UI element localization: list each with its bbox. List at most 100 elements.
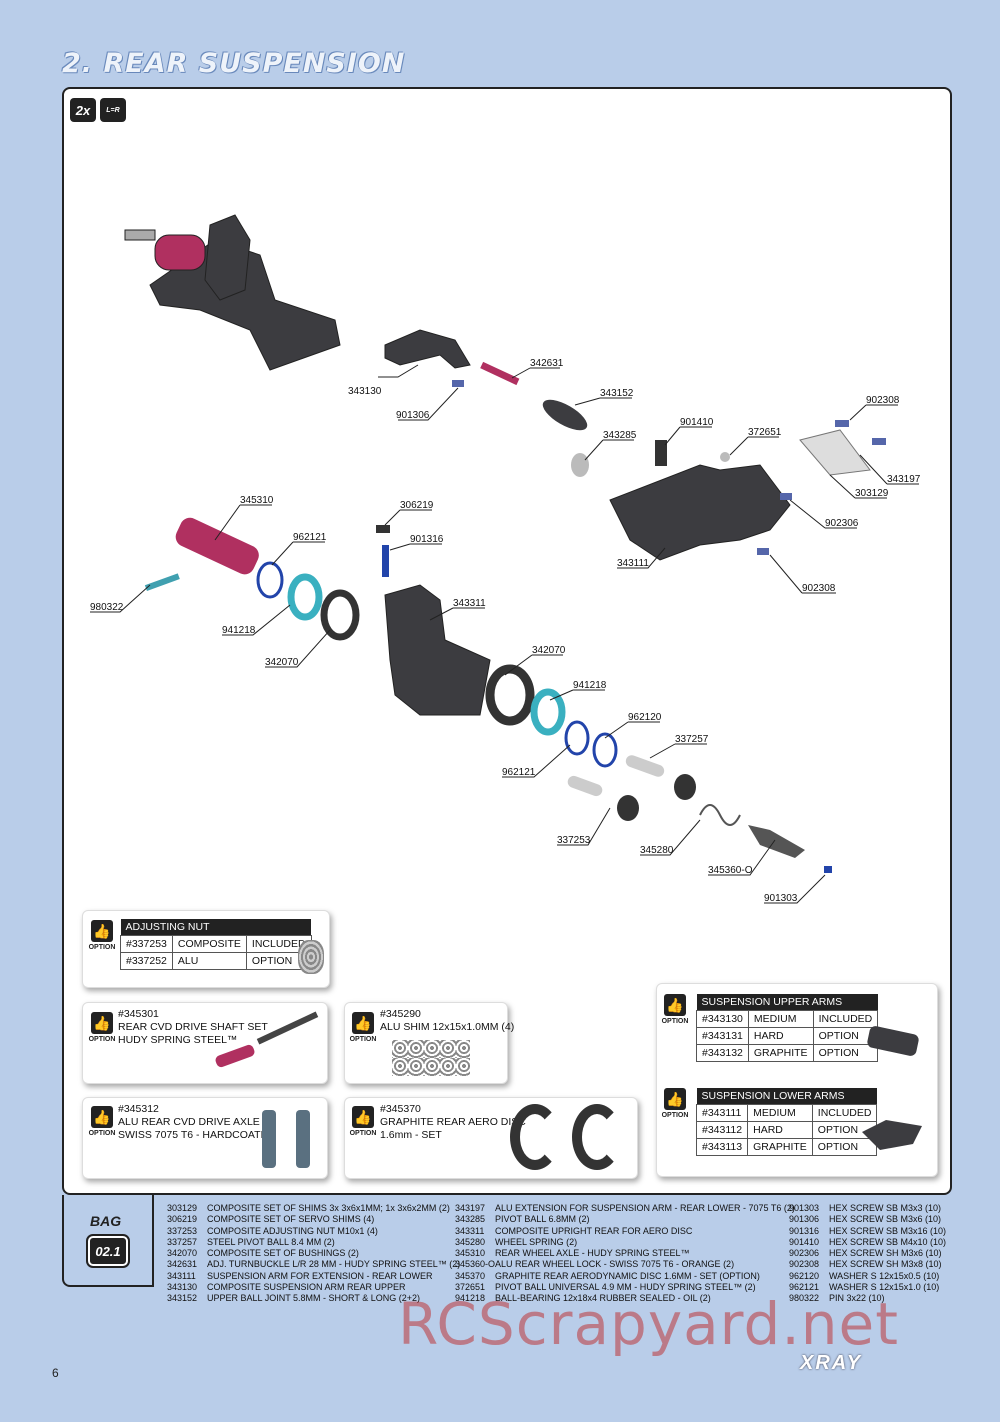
part-description: WHEEL SPRING (2) bbox=[495, 1236, 578, 1247]
callout-941218-b: 941218 bbox=[573, 680, 607, 691]
upright-illustration bbox=[384, 584, 491, 716]
part-description: WASHER S 12x15x0.5 (10) bbox=[829, 1270, 940, 1281]
callout-901303: 901303 bbox=[764, 893, 798, 904]
part-number: 343130 bbox=[167, 1282, 198, 1293]
bushing-illustration bbox=[485, 664, 535, 726]
shim-illustration bbox=[376, 525, 390, 533]
part-number: 337253 bbox=[167, 1225, 198, 1236]
nuts-illustration bbox=[298, 940, 324, 974]
callout-962121-b: 962121 bbox=[502, 767, 536, 778]
callout-337253: 337253 bbox=[557, 835, 591, 846]
part-number: 962120 bbox=[789, 1270, 820, 1281]
parts-list-row: 337257 STEEL PIVOT BALL 8.4 MM (2) bbox=[167, 1237, 460, 1248]
part-number: 337257 bbox=[167, 1236, 198, 1247]
parts-list-row: 345280 WHEEL SPRING (2) bbox=[455, 1237, 795, 1248]
axle-illustration bbox=[296, 1110, 310, 1168]
part-number: 902308 bbox=[789, 1259, 820, 1270]
extension-illustration bbox=[799, 429, 871, 476]
callout-941218: 941218 bbox=[222, 625, 256, 636]
part-description: ALU EXTENSION FOR SUSPENSION ARM - REAR … bbox=[495, 1203, 795, 1213]
callout-343197: 343197 bbox=[887, 474, 921, 485]
option-icon: 👍OPTION bbox=[87, 1106, 117, 1137]
screw-illustration bbox=[757, 548, 769, 555]
screw-illustration bbox=[780, 493, 792, 500]
part-description: PIN 3x22 (10) bbox=[829, 1293, 885, 1304]
part-number: 345370 bbox=[455, 1270, 486, 1281]
part-number: 902306 bbox=[789, 1248, 820, 1259]
bag-number: 02.1 bbox=[86, 1234, 130, 1268]
part-description: HEX SCREW SH M3x8 (10) bbox=[829, 1259, 942, 1270]
screw-illustration bbox=[824, 866, 832, 873]
option-box-345301 bbox=[82, 1002, 328, 1084]
page-number: 6 bbox=[52, 1366, 59, 1380]
callout-902306: 902306 bbox=[825, 518, 859, 529]
part-number: 962121 bbox=[789, 1282, 820, 1293]
callout-962120: 962120 bbox=[628, 712, 662, 723]
quantity-badge: 2x bbox=[70, 98, 96, 122]
aero-disc-illustration bbox=[510, 1104, 560, 1170]
pivot-ball-illustration bbox=[571, 453, 589, 477]
part-number: 980322 bbox=[789, 1293, 820, 1304]
option-icon: 👍OPTION bbox=[660, 1088, 690, 1119]
pivot-ball-illustration bbox=[567, 775, 603, 797]
part-number: 901303 bbox=[789, 1203, 820, 1213]
washer-illustration bbox=[592, 732, 618, 768]
callout-343152: 343152 bbox=[600, 388, 634, 399]
part-number: 345280 bbox=[455, 1236, 486, 1247]
option-icon: 👍OPTION bbox=[348, 1012, 378, 1043]
option-icon: 👍OPTION bbox=[87, 920, 117, 951]
part-number: 345310 bbox=[455, 1248, 486, 1259]
part-number: 901410 bbox=[789, 1236, 820, 1247]
screw-illustration bbox=[872, 438, 886, 445]
parts-list-row: 902308 HEX SCREW SH M3x8 (10) bbox=[789, 1259, 946, 1270]
page-title: 2. REAR SUSPENSION bbox=[62, 48, 406, 79]
screw-illustration bbox=[655, 440, 667, 466]
part-number: 901306 bbox=[789, 1214, 820, 1225]
axle-illustration bbox=[175, 517, 259, 575]
header-icons: 2x L=R bbox=[70, 98, 126, 122]
part-description: UPPER BALL JOINT 5.8MM - SHORT & LONG (2… bbox=[207, 1293, 420, 1304]
part-number: 303129 bbox=[167, 1203, 198, 1213]
bag-label: BAG bbox=[90, 1213, 122, 1229]
turnbuckle-illustration bbox=[480, 361, 520, 386]
callout-342631: 342631 bbox=[530, 358, 564, 369]
part-description: PIVOT BALL 6.8MM (2) bbox=[495, 1214, 590, 1225]
callout-345360-o: 345360-O bbox=[708, 865, 753, 876]
part-number: 372651 bbox=[455, 1282, 486, 1293]
aero-disc-illustration bbox=[572, 1104, 622, 1170]
callout-342070-b: 342070 bbox=[532, 645, 566, 656]
part-number: 342631 bbox=[167, 1259, 198, 1270]
part-description: GRAPHITE REAR AERODYNAMIC DISC 1.6MM - S… bbox=[495, 1270, 760, 1281]
part-description: COMPOSITE SET OF BUSHINGS (2) bbox=[207, 1248, 359, 1259]
callout-306219: 306219 bbox=[400, 500, 434, 511]
callout-902308-b: 902308 bbox=[802, 583, 836, 594]
axle-illustration bbox=[262, 1110, 276, 1168]
callout-901316: 901316 bbox=[410, 534, 444, 545]
part-description: STEEL PIVOT BALL 8.4 MM (2) bbox=[207, 1236, 335, 1247]
part-description: SUSPENSION ARM FOR EXTENSION - REAR LOWE… bbox=[207, 1270, 433, 1281]
bearing-illustration bbox=[530, 688, 566, 736]
washer-illustration bbox=[256, 561, 284, 599]
option-icon: 👍OPTION bbox=[87, 1012, 117, 1043]
left-right-same-icon: L=R bbox=[100, 98, 126, 122]
callout-372651: 372651 bbox=[748, 427, 782, 438]
part-description: HEX SCREW SB M3x16 (10) bbox=[829, 1225, 947, 1236]
